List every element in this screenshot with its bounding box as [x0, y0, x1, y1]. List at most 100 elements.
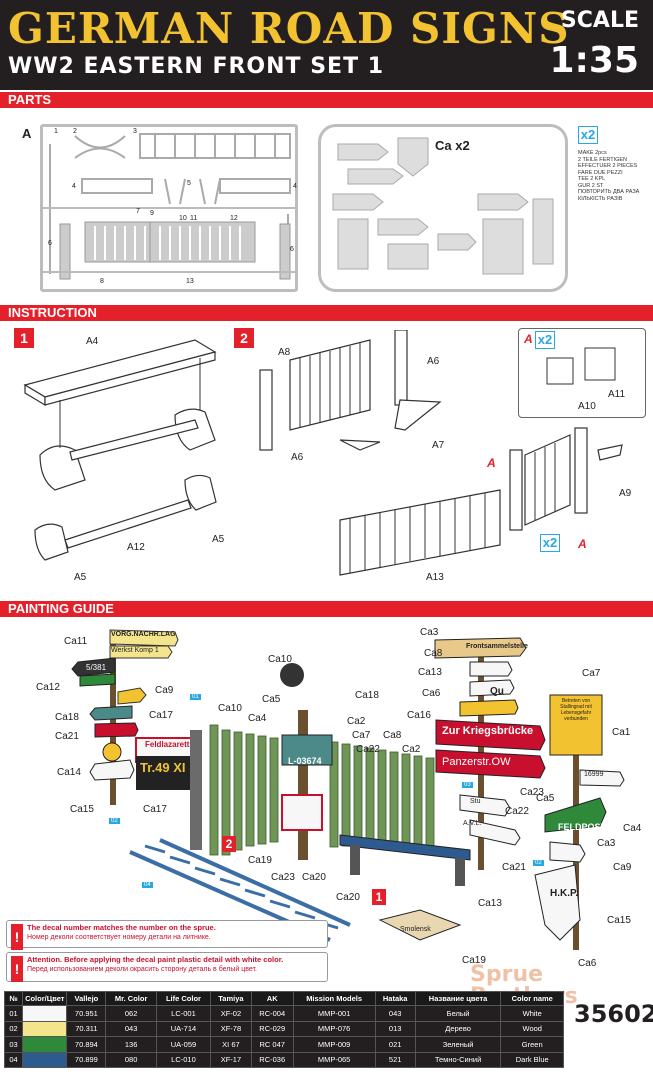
sign-text: 5/381	[86, 663, 107, 672]
table-cell: 136	[105, 1036, 157, 1053]
color-swatch	[22, 1005, 68, 1022]
table-cell: MMP-009	[292, 1036, 376, 1053]
table-cell: 062	[105, 1005, 157, 1022]
callout-label: Ca1	[612, 727, 631, 738]
callout-label: Ca21	[502, 862, 526, 873]
part-label: A6	[427, 356, 440, 367]
sign-text: VORG.NACHR.LAG	[111, 631, 176, 638]
table-cell: White	[500, 1005, 564, 1022]
callout-label: Ca5	[536, 793, 555, 804]
sign-text: Smolensk	[400, 926, 431, 933]
callout-label: Ca14	[57, 767, 81, 778]
table-cell: UA-714	[155, 1020, 211, 1037]
sprue-a-parts	[40, 133, 298, 280]
sprue-a-label: A	[22, 126, 32, 141]
part-label: A12	[127, 542, 145, 553]
callout-label: Ca22	[356, 744, 380, 755]
callout-label: Ca4	[248, 713, 267, 724]
sprue-number: 7	[136, 208, 140, 215]
decal-note: ! The decal number matches the number on…	[6, 920, 328, 950]
callout-label: Ca17	[149, 710, 173, 721]
color-swatch	[22, 1036, 68, 1053]
painting-marker-1: 1	[372, 889, 386, 905]
instruction-section-bar: INSTRUCTION	[0, 305, 653, 321]
callout-label: Ca10	[218, 703, 242, 714]
sprue-number: 8	[100, 278, 104, 285]
table-cell: XF-78	[209, 1020, 252, 1037]
color-marker: 02	[533, 860, 544, 866]
callout-label: Ca20	[336, 892, 360, 903]
sprue-number: 6	[290, 246, 294, 253]
table-cell: 043	[374, 1005, 416, 1022]
table-cell: MMP-001	[292, 1005, 376, 1022]
table-cell: Темно-Синий	[414, 1051, 502, 1068]
table-cell: 70.311	[66, 1020, 107, 1037]
sign-text: Stu	[470, 798, 481, 805]
callout-label: Ca11	[64, 636, 88, 647]
sprue-number: 9	[150, 210, 154, 217]
table-cell: XI 67	[209, 1036, 252, 1053]
sprue-number: 11	[190, 215, 198, 222]
sprue-number: 12	[230, 215, 238, 222]
scale-value: 1:35	[549, 40, 639, 81]
sign-text: A.V.L.	[463, 820, 482, 827]
sign-text: Tr.49 XI	[140, 760, 186, 775]
step-2-badge: 2	[234, 328, 254, 348]
sign-text: Frontsammelstelle	[466, 643, 528, 650]
callout-label: Ca12	[36, 682, 60, 693]
sign-text: Panzerstr.OW	[442, 756, 511, 768]
callout-label: Ca2	[347, 716, 366, 727]
sprue-number: 13	[186, 278, 194, 285]
inset-a-label: A	[524, 332, 533, 346]
sign-text: H.K.P.	[550, 888, 579, 899]
header: GERMAN ROAD SIGNS WW2 EASTERN FRONT SET …	[0, 0, 653, 90]
multiply-badge: x2	[578, 126, 598, 144]
color-swatch	[22, 1020, 68, 1037]
callout-label: Ca22	[505, 806, 529, 817]
table-cell: 521	[374, 1051, 416, 1068]
exclamation-icon: !	[11, 924, 23, 950]
color-swatch	[22, 1051, 68, 1068]
table-cell: XF-17	[209, 1051, 252, 1068]
exclamation-icon: !	[11, 956, 23, 982]
painting-section-bar: PAINTING GUIDE	[0, 601, 653, 617]
multiply-instructions: MAKE 2pcs 2 TEILE FERTIGEN EFFECTUER 2 P…	[578, 150, 640, 202]
callout-label: Ca2	[402, 744, 421, 755]
table-cell: Дерево	[414, 1020, 502, 1037]
part-label: A5	[212, 534, 225, 545]
callout-label: Ca8	[383, 730, 402, 741]
sign-text: 16999	[584, 771, 604, 778]
callout-label: Ca3	[420, 627, 439, 638]
sprue-number: 4	[293, 183, 297, 190]
sprue-number: 2	[73, 128, 77, 135]
sprue-number: 3	[133, 128, 137, 135]
sprue-number: 5	[187, 180, 191, 187]
table-cell: UA-059	[155, 1036, 211, 1053]
callout-label: Ca3	[597, 838, 616, 849]
sign-text: Betreten von Stallingrad mit Lebensgefah…	[560, 698, 592, 722]
table-cell: MMP-065	[292, 1051, 376, 1068]
red-a-marker: A	[487, 456, 496, 470]
bottom-x2-badge: x2	[540, 534, 560, 552]
sprue-ca-label: Ca x2	[435, 138, 470, 153]
table-cell: RC-004	[250, 1005, 294, 1022]
callout-label: Ca20	[302, 872, 326, 883]
table-cell: 70.951	[66, 1005, 107, 1022]
table-cell: Зеленый	[414, 1036, 502, 1053]
part-label: A8	[278, 347, 291, 358]
part-label: A4	[86, 336, 99, 347]
table-cell: Dark Blue	[500, 1051, 564, 1068]
painting-marker-2: 2	[222, 836, 236, 852]
part-label: A9	[619, 488, 632, 499]
table-cell: 04	[3, 1051, 24, 1068]
step-1-badge: 1	[14, 328, 34, 348]
callout-label: Ca13	[418, 667, 442, 678]
scale-label: SCALE	[560, 8, 639, 33]
product-code: 35602	[574, 1000, 653, 1028]
callout-label: Ca15	[607, 915, 631, 926]
callout-label: Ca23	[520, 787, 544, 798]
table-cell: MMP-076	[292, 1020, 376, 1037]
sign-text: Werkst Komp 1	[111, 647, 159, 654]
part-label: A13	[426, 572, 444, 583]
